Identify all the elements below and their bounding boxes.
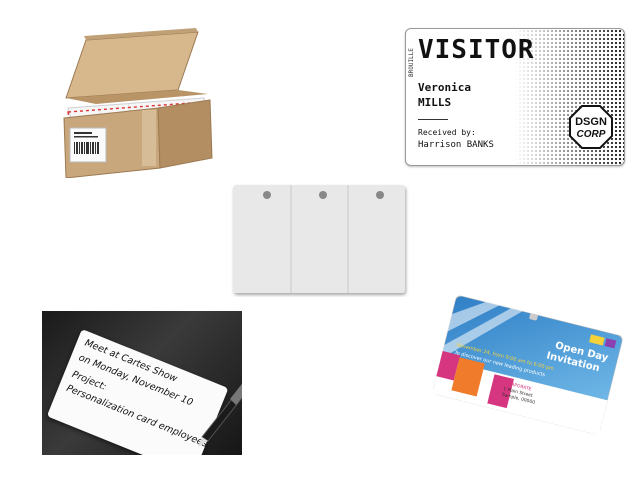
card-box-image [58,28,218,179]
badge-title: VISITOR [418,35,535,65]
visitor-last-name: MILLS [418,96,452,109]
logo-line1: DSGN [575,116,607,128]
dsgn-corp-logo: DSGN CORP [569,105,613,149]
open-day-card-body: Open Day Invitation November 24, from 9:… [416,274,639,453]
note-line-4: Personalization card employees. [64,382,212,451]
handwritten-card-photo: Meet at Cartes Show on Monday, November … [42,311,242,455]
pen-icon [198,383,242,447]
three-part-tag-card [231,183,409,297]
logo-line2: CORP [577,129,606,140]
open-day-card: Open Day Invitation November 24, from 9:… [430,295,626,436]
cardboard-box-icon [63,28,213,179]
badge-side-text: BROUILLE [408,48,415,77]
open-day-graphic [431,295,623,436]
visitor-first-name: Veronica [418,81,471,94]
visitor-badge: BROUILLE VISITOR Veronica MILLS Received… [405,28,625,166]
host-name: Harrison BANKS [418,140,494,150]
tag-card-icon [233,185,405,293]
received-label: Received by: [418,128,476,137]
badge-divider [418,119,448,120]
